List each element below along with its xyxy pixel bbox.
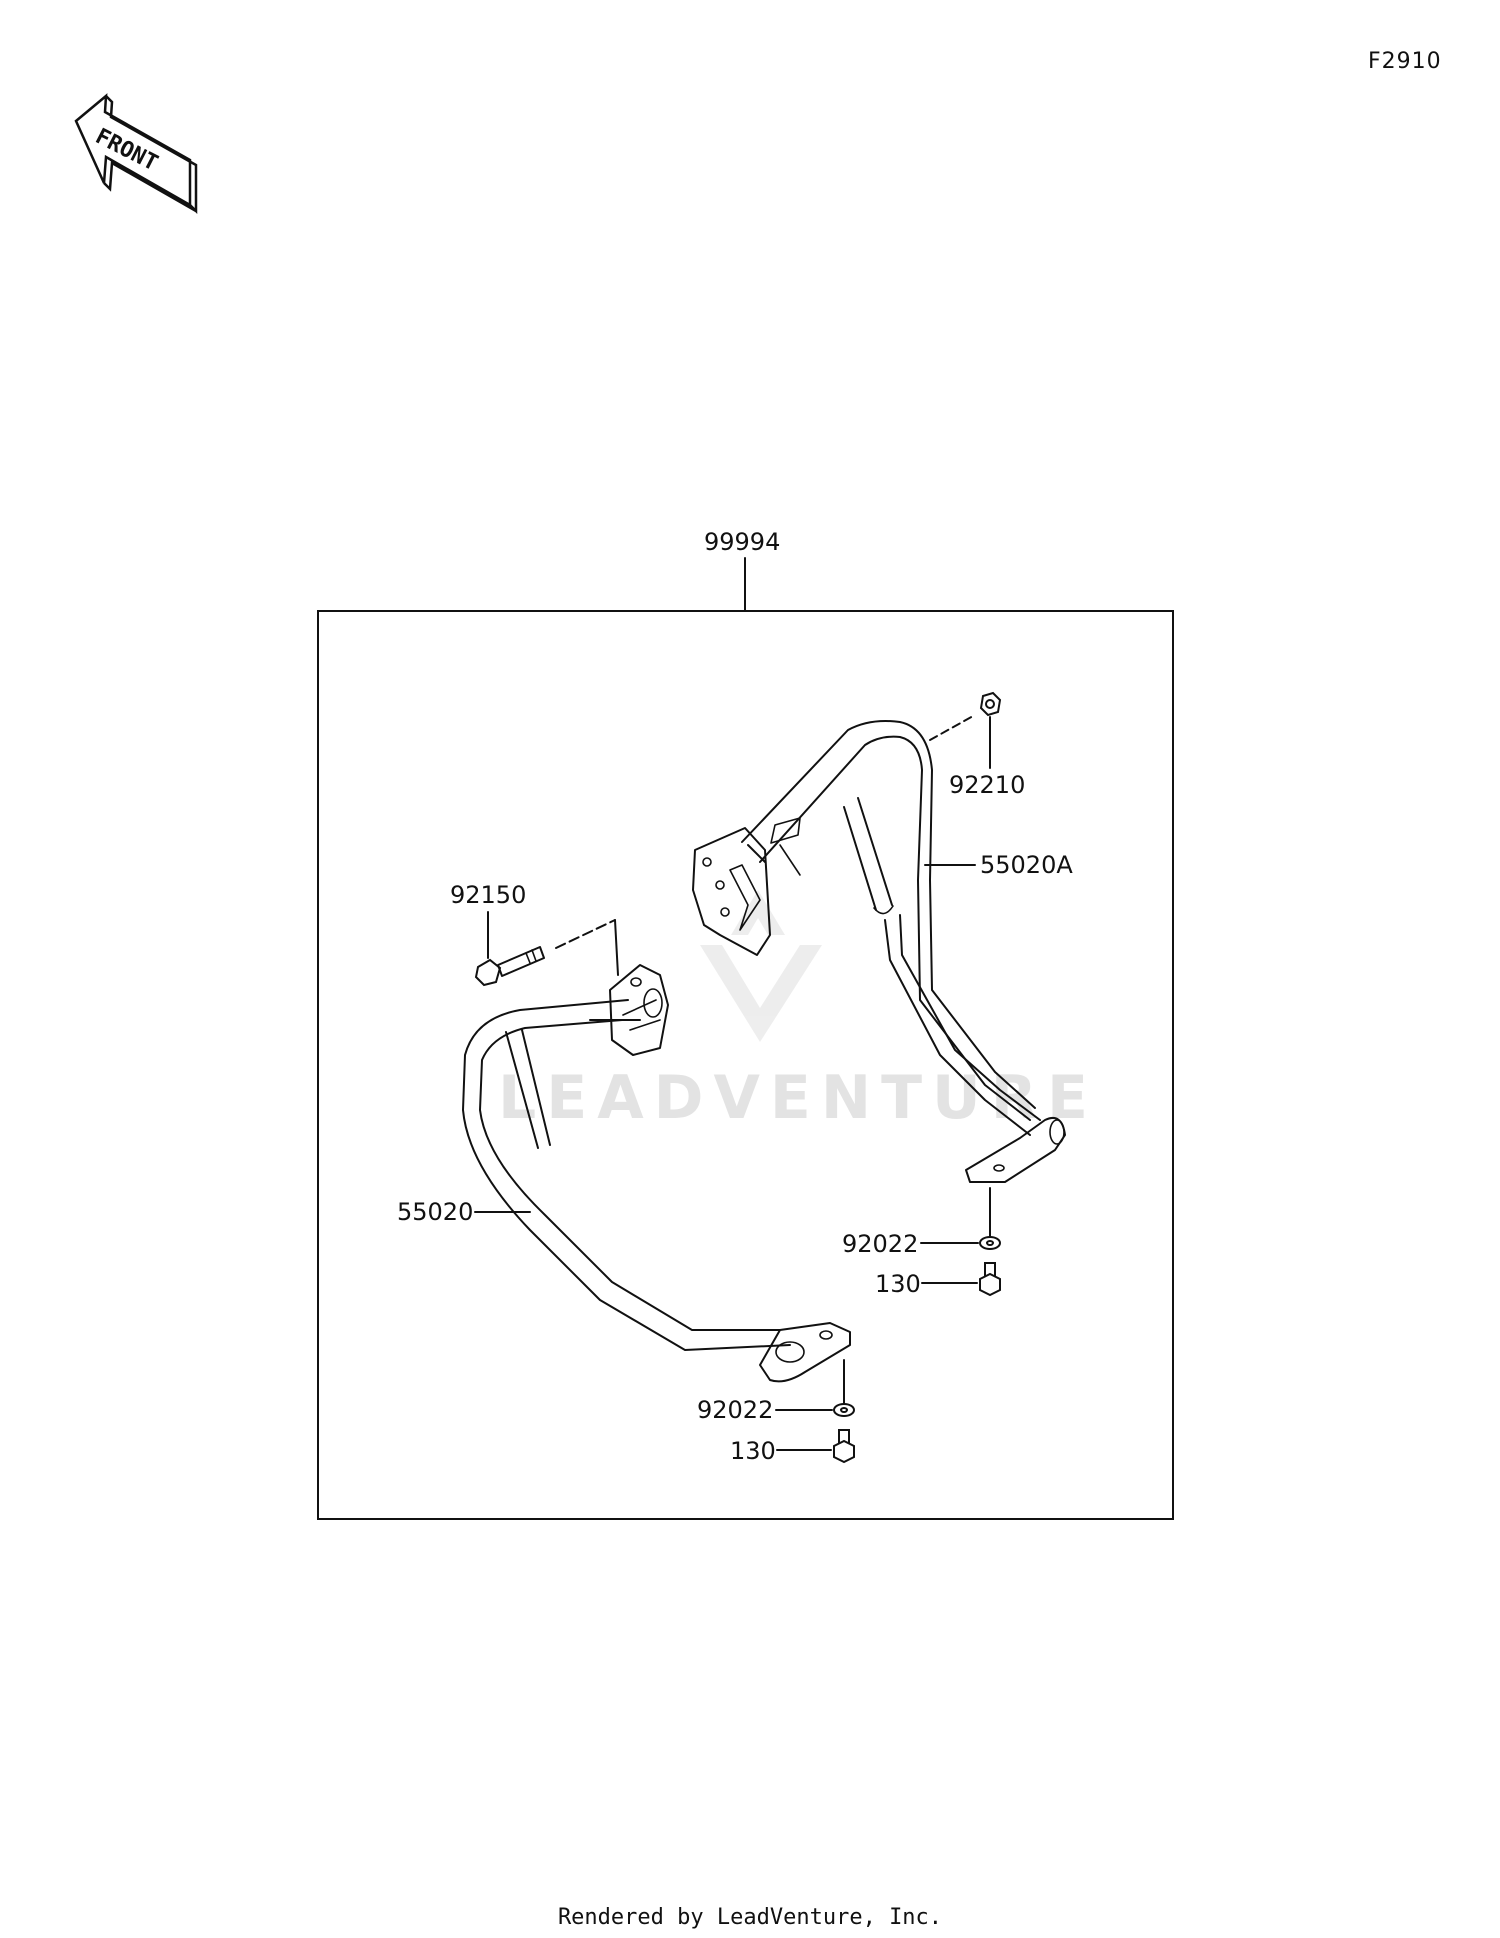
- part-number-92210[interactable]: 92210: [949, 771, 1025, 799]
- left-engine-guard[interactable]: [462, 919, 851, 1383]
- diagram-code: F2910: [1368, 49, 1442, 74]
- bolt-130-left[interactable]: [833, 1429, 855, 1464]
- front-direction-arrow-icon: FRONT: [74, 93, 198, 215]
- leadventure-watermark: LEADVENTURE: [498, 890, 1098, 1133]
- part-number-92150[interactable]: 92150: [450, 881, 526, 909]
- part-number-55020A[interactable]: 55020A: [980, 851, 1073, 879]
- part-number-55020[interactable]: 55020: [397, 1198, 473, 1226]
- nut-92210[interactable]: [979, 691, 1002, 717]
- part-number-130-right[interactable]: 130: [875, 1270, 921, 1298]
- watermark-text: LEADVENTURE: [498, 1063, 1098, 1133]
- bolt-130-right[interactable]: [979, 1262, 1001, 1297]
- part-number-130-left[interactable]: 130: [730, 1437, 776, 1465]
- right-engine-guard[interactable]: [692, 714, 1066, 1183]
- assembly-part-number: 99994: [704, 528, 780, 556]
- part-number-92022-left[interactable]: 92022: [697, 1396, 773, 1424]
- leadventure-logo-icon: [700, 890, 822, 1042]
- washer-92022-left[interactable]: [833, 1403, 855, 1417]
- footer-credit: Rendered by LeadVenture, Inc.: [557, 1905, 943, 1930]
- washer-92022-right[interactable]: [979, 1236, 1001, 1250]
- bolt-92150[interactable]: [474, 946, 545, 987]
- part-number-92022-right[interactable]: 92022: [842, 1230, 918, 1258]
